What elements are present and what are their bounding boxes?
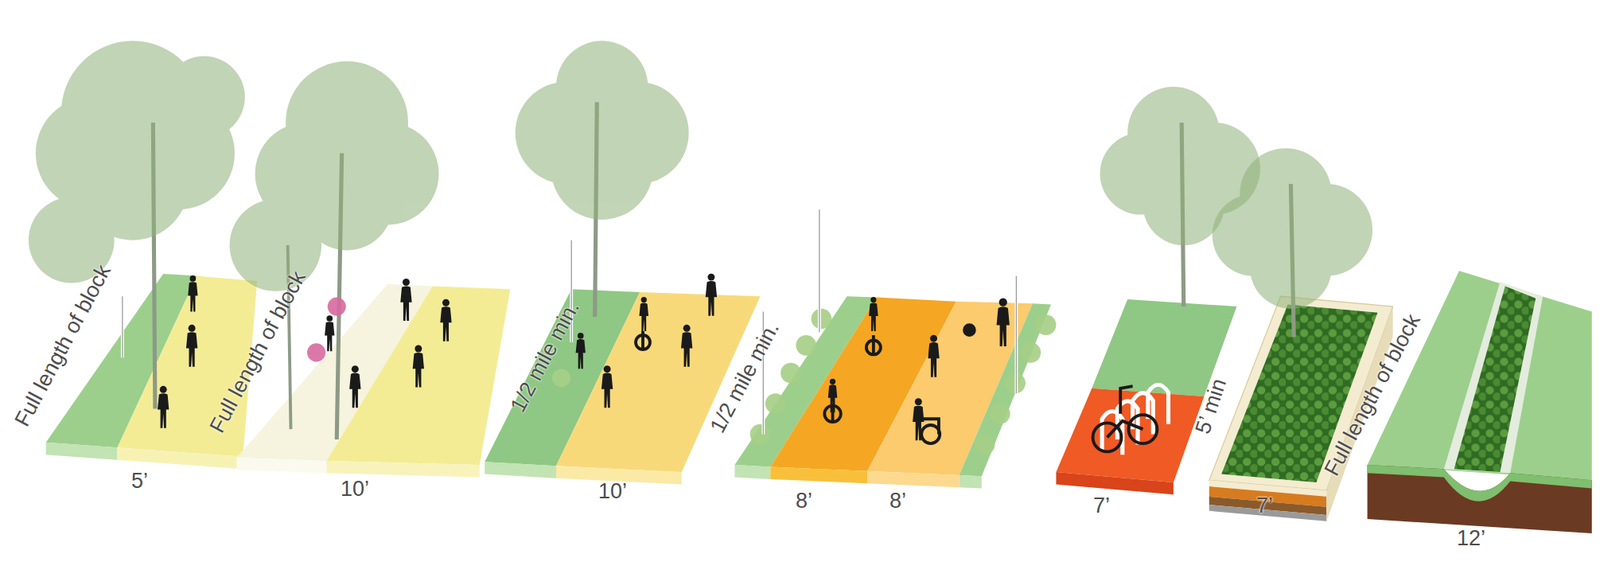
dimension-label: 10’: [340, 475, 370, 502]
dimension-label: 7’: [1256, 492, 1273, 518]
bioswale: [1367, 270, 1593, 534]
street-tree: [515, 40, 690, 317]
street-tree: [1100, 86, 1261, 307]
dimension-label: 12’: [1456, 525, 1486, 551]
lamp-posts: [118, 195, 1021, 434]
dimension-label: 10’: [598, 478, 627, 504]
bike-parking-slab: [1055, 299, 1237, 495]
shrubs: [307, 297, 1056, 456]
dimension-label: 8’: [795, 487, 813, 514]
dimension-label: 7’: [1093, 492, 1110, 518]
dimension-label: 5’: [131, 467, 148, 494]
sidewalk-slab: [484, 288, 760, 484]
dimension-label: 8’: [889, 487, 907, 514]
street-tree: [229, 61, 440, 440]
bicycles: [635, 324, 975, 444]
trail-slab: [734, 295, 1052, 488]
street-tree: [1212, 147, 1373, 337]
